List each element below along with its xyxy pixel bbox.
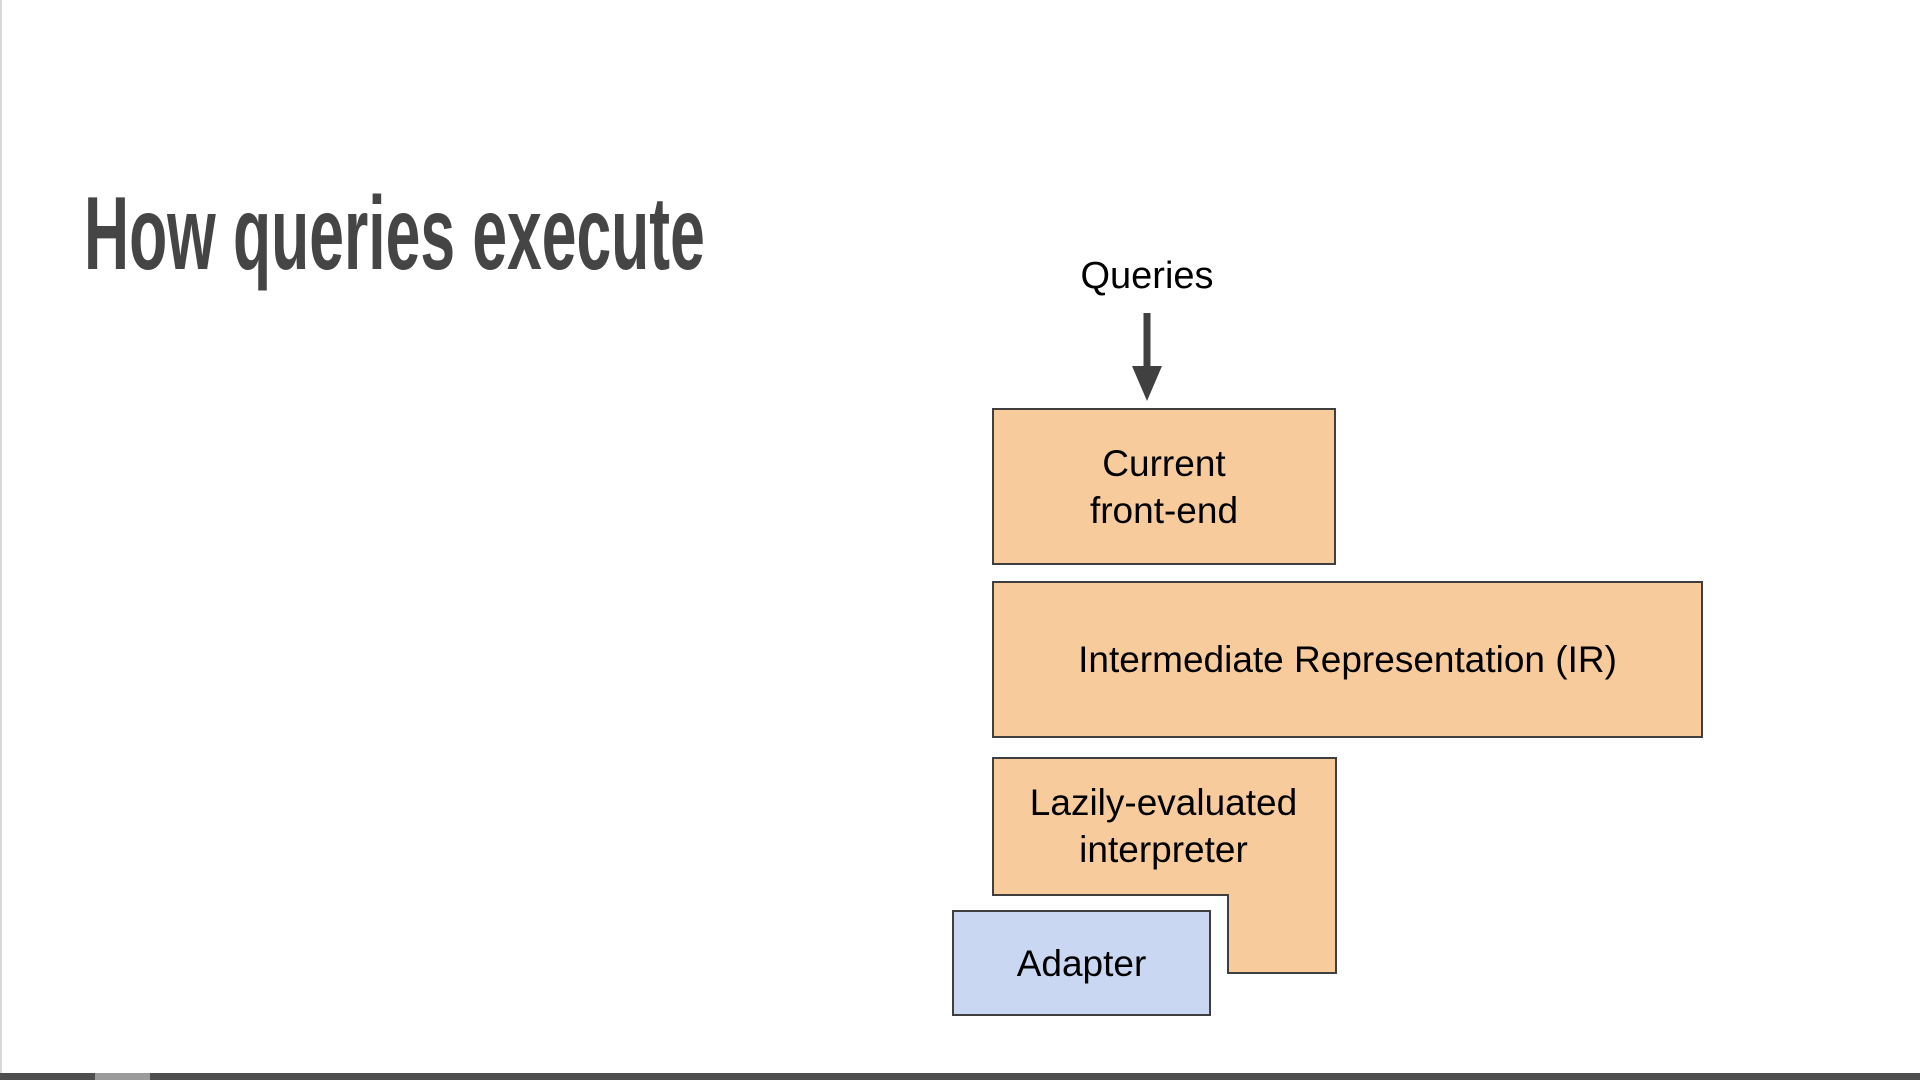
bottom-bar-light-segment (95, 1073, 150, 1080)
box-interpreter: Lazily-evaluated interpreter (992, 757, 1337, 974)
left-edge-line (0, 0, 2, 1080)
box-intermediate-representation-label: Intermediate Representation (IR) (1078, 639, 1617, 680)
box-current-frontend-line2: front-end (1089, 489, 1239, 531)
down-arrow-icon (1132, 313, 1162, 401)
interpreter-l-shape (992, 757, 1337, 974)
box-interpreter-line2: interpreter (1079, 828, 1248, 870)
box-adapter-label: Adapter (1016, 942, 1147, 984)
box-current-frontend: Current front-end (992, 408, 1336, 565)
box-interpreter-line1: Lazily-evaluated (1029, 781, 1298, 823)
box-interpreter-label: Lazily-evaluated interpreter (992, 757, 1335, 894)
box-adapter: Adapter (952, 910, 1211, 1016)
slide-title: How queries execute (84, 175, 705, 292)
bottom-bar (0, 1073, 1920, 1080)
box-intermediate-representation: Intermediate Representation (IR) (992, 581, 1703, 738)
queries-label: Queries (1080, 255, 1214, 297)
box-current-frontend-line1: Current (1102, 442, 1226, 484)
